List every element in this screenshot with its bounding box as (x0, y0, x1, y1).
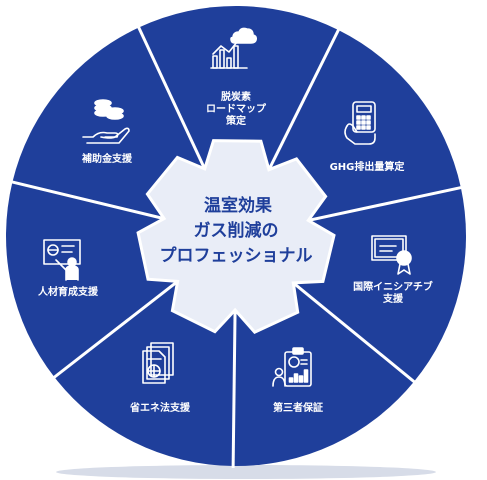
icon-group (43, 27, 412, 387)
chart-cloud-icon (210, 27, 257, 69)
certificate-icon (371, 235, 412, 275)
calculator-hand-icon (344, 101, 376, 145)
segment-label-subsidy: 補助金支援 (81, 152, 133, 165)
segment-label-roadmap: ロードマップ (206, 102, 267, 115)
segment-label-initiative: 支援 (382, 292, 404, 305)
segment-label-initiative: 国際イニシアチブ (353, 280, 433, 293)
center-title-line-3: プロフェッショナル (160, 245, 313, 266)
segment-roadmap (138, 5, 339, 236)
center-title: 温室効果 ガス削減の プロフェッショナル (160, 195, 313, 266)
segment-label-training: 人材育成支援 (38, 285, 99, 298)
coins-hand-icon (82, 99, 130, 144)
segment-label-ghg: GHG排出量算定 (330, 160, 405, 173)
segment-label-roadmap: 策定 (226, 114, 246, 127)
segment-label-roadmap: 脱炭素 (221, 90, 251, 103)
presentation-icon (43, 239, 81, 281)
segment-label-third-party: 第三者保証 (273, 401, 323, 414)
wheel-shadow (56, 465, 436, 479)
clipboard-chart-icon (272, 347, 312, 387)
center-title-line-2: ガス削減の (194, 220, 279, 241)
documents-icon (142, 342, 174, 384)
center-title-line-1: 温室効果 (204, 195, 272, 216)
segment-label-energy-law: 省エネ法支援 (129, 401, 191, 414)
center-gear (136, 139, 336, 335)
